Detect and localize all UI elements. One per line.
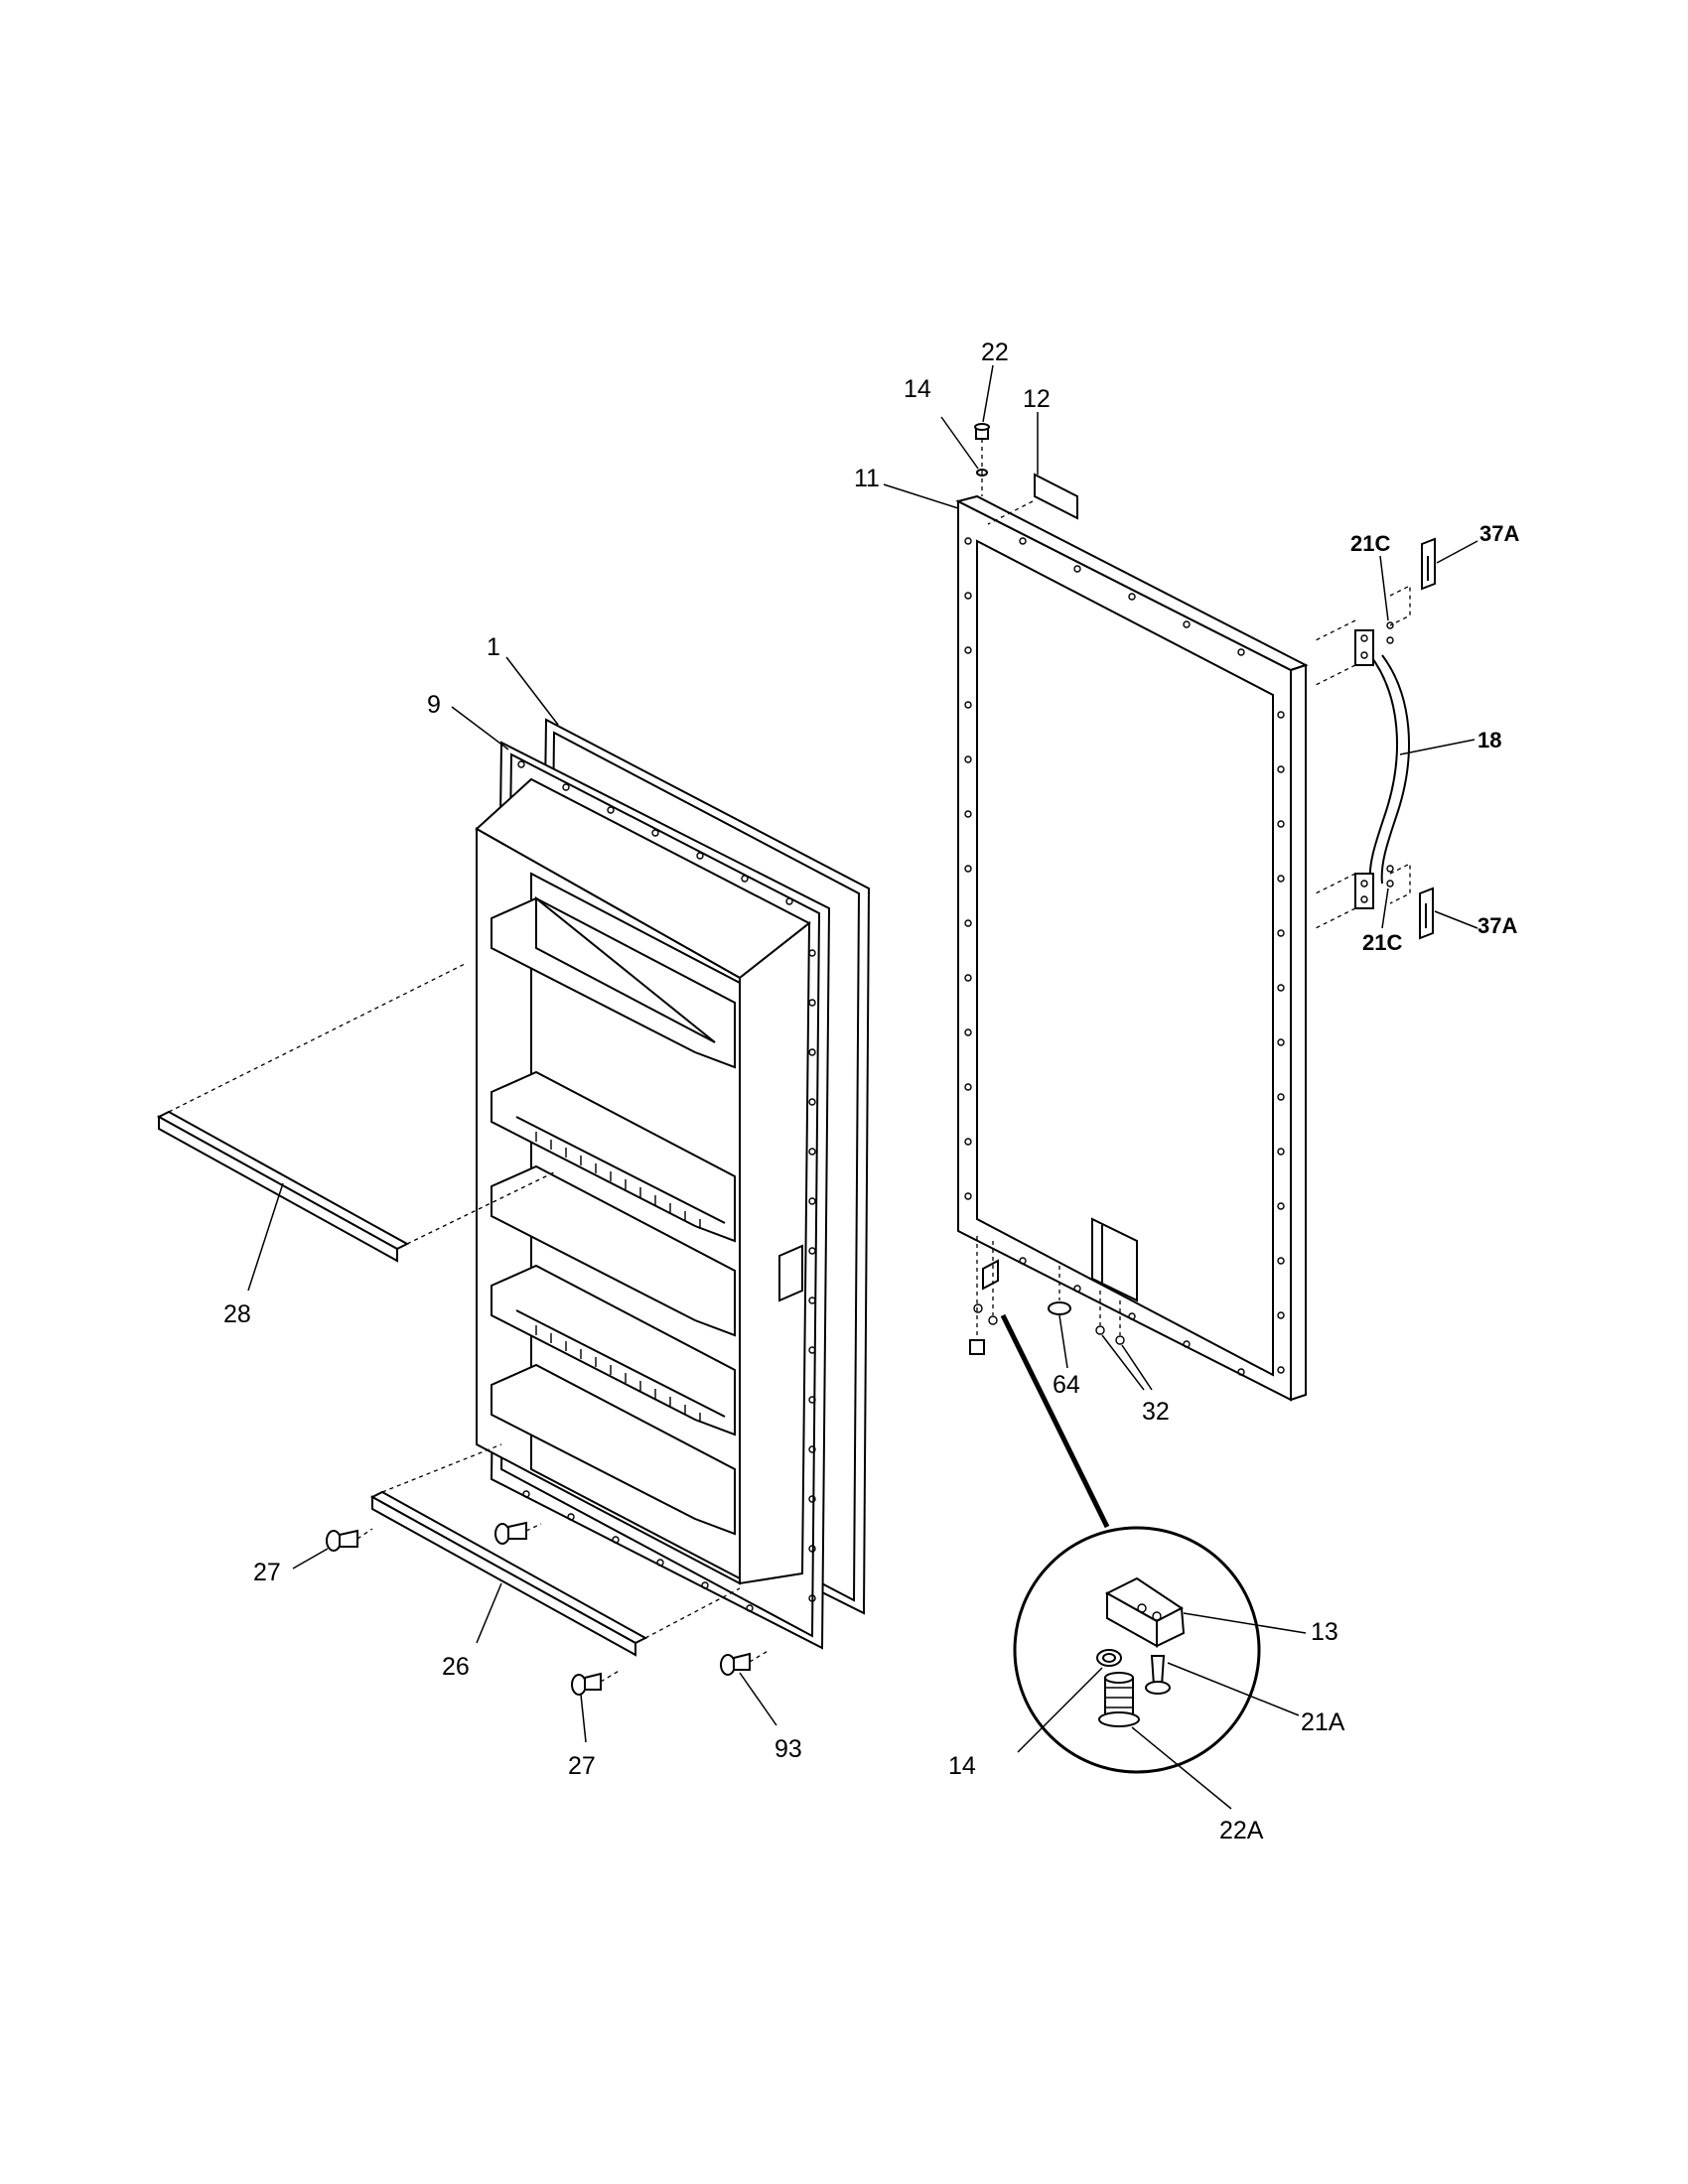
- fastener-93: [720, 1652, 751, 1676]
- label-plate: [1034, 473, 1078, 520]
- callout-22a: 22A: [1219, 1817, 1264, 1844]
- callout-64: 64: [1053, 1371, 1080, 1399]
- callout-14-detail: 14: [948, 1752, 976, 1780]
- top-hinge-pin: [974, 423, 990, 496]
- callout-27-bottom: 27: [568, 1752, 596, 1780]
- callout-1: 1: [487, 633, 500, 661]
- callout-21c-bottom: 21C: [1362, 930, 1402, 955]
- callout-32: 32: [1142, 1398, 1170, 1426]
- handle-cover-bottom: [1419, 887, 1434, 940]
- shelf-bar-bottom: [369, 1490, 648, 1657]
- shelf-bar-top: [156, 1110, 410, 1263]
- outer-door-panel: [955, 494, 1309, 1402]
- callout-37a-top: 37A: [1479, 521, 1519, 546]
- fastener-27-middle: [494, 1521, 527, 1545]
- door-shelves: [491, 895, 736, 1536]
- callout-14-top: 14: [904, 375, 931, 403]
- callout-37a-bottom: 37A: [1477, 913, 1517, 938]
- bottom-hinge: [969, 1236, 999, 1355]
- callout-21c-top: 21C: [1350, 531, 1390, 556]
- callout-93: 93: [774, 1735, 802, 1763]
- callout-9: 9: [427, 691, 441, 719]
- door-handle: [1354, 629, 1410, 909]
- grommet: [1048, 1301, 1071, 1315]
- callout-12: 12: [1023, 385, 1051, 413]
- callout-13: 13: [1311, 1618, 1338, 1646]
- callout-22: 22: [981, 339, 1009, 366]
- fastener-27-left: [326, 1529, 358, 1552]
- callout-26: 26: [442, 1653, 470, 1681]
- handle-cover-top: [1421, 537, 1436, 591]
- fastener-27-bottom: [571, 1672, 602, 1696]
- panel-holes: [964, 537, 1285, 1376]
- callout-28: 28: [223, 1300, 251, 1328]
- callout-21a: 21A: [1301, 1708, 1345, 1736]
- callout-11: 11: [854, 465, 880, 492]
- callout-27-left: 27: [253, 1559, 281, 1586]
- callout-18: 18: [1477, 728, 1501, 752]
- hinge-detail-circle: [1013, 1526, 1261, 1774]
